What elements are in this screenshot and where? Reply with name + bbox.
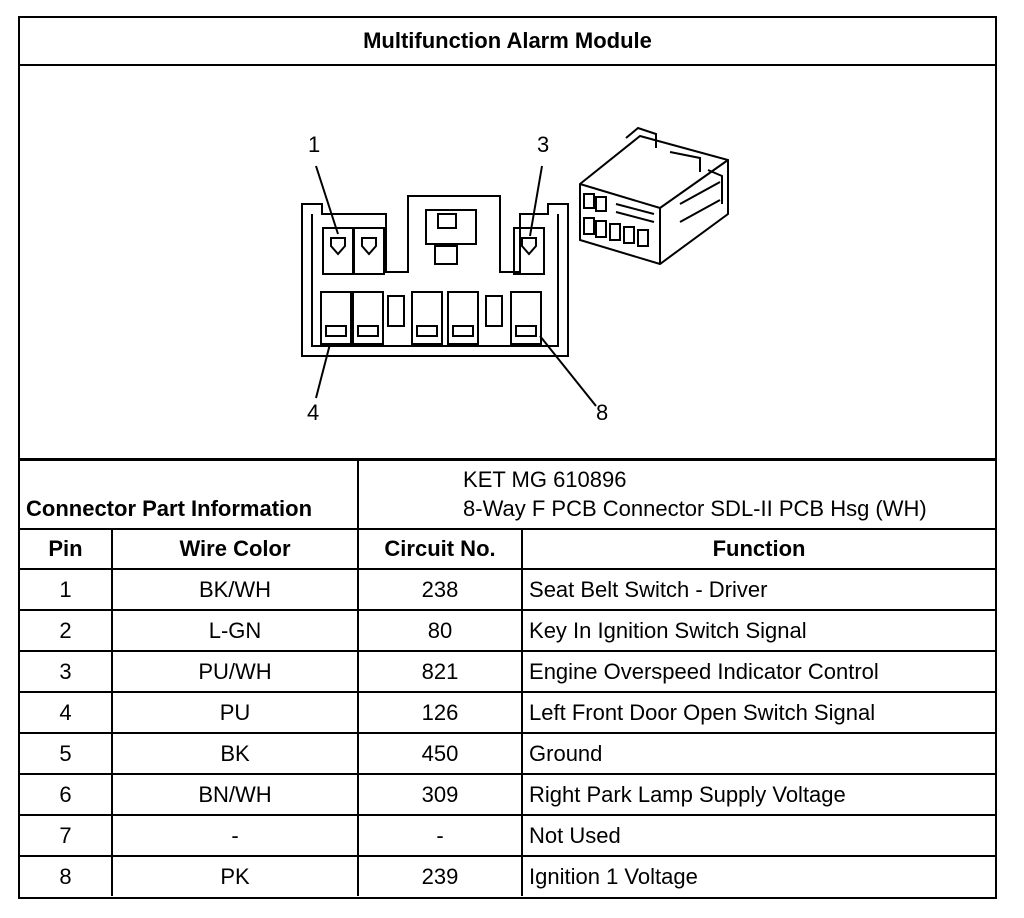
function-cell: Not Used (521, 814, 996, 857)
table-row: 3 PU/WH 821 Engine Overspeed Indicator C… (20, 650, 996, 693)
circuit-cell: 450 (357, 732, 524, 775)
wire-color-cell: PU (110, 691, 360, 734)
wire-color-cell: BN/WH (110, 773, 360, 816)
function-cell: Ground (521, 732, 996, 775)
wire-color-cell: BK (110, 732, 360, 775)
function-cell: Right Park Lamp Supply Voltage (521, 773, 996, 816)
page-title: Multifunction Alarm Module (20, 18, 995, 66)
connector-sheet: Multifunction Alarm Module (18, 16, 997, 899)
wire-color-cell: PK (110, 855, 360, 896)
wire-color-cell: BK/WH (110, 568, 360, 611)
circuit-cell: 80 (357, 609, 524, 652)
connector-info-label: Connector Part Information (20, 460, 360, 530)
circuit-cell: 239 (357, 855, 524, 896)
circuit-cell: - (357, 814, 524, 857)
header-pin: Pin (20, 528, 113, 570)
wire-color-cell: L-GN (110, 609, 360, 652)
connector-info-value: KET MG 610896 8-Way F PCB Connector SDL-… (357, 460, 996, 530)
pinout-table: Connector Part Information KET MG 610896… (20, 460, 996, 896)
callout-pin-4: 4 (307, 400, 320, 425)
connector-part-number: KET MG 610896 (463, 467, 627, 492)
pin-cell: 7 (20, 814, 113, 857)
circuit-cell: 126 (357, 691, 524, 734)
pin-cell: 8 (20, 855, 113, 896)
circuit-cell: 238 (357, 568, 524, 611)
table-header-row: Pin Wire Color Circuit No. Function (20, 528, 996, 570)
function-cell: Key In Ignition Switch Signal (521, 609, 996, 652)
wire-color-cell: PU/WH (110, 650, 360, 693)
function-cell: Seat Belt Switch - Driver (521, 568, 996, 611)
function-cell: Ignition 1 Voltage (521, 855, 996, 896)
callout-pin-8: 8 (596, 400, 609, 425)
connector-description: 8-Way F PCB Connector SDL-II PCB Hsg (WH… (463, 496, 927, 521)
circuit-cell: 821 (357, 650, 524, 693)
pin-cell: 3 (20, 650, 113, 693)
table-row: 5 BK 450 Ground (20, 732, 996, 775)
connector-info-row: Connector Part Information KET MG 610896… (20, 460, 996, 530)
pin-cell: 2 (20, 609, 113, 652)
connector-face-drawing (301, 126, 729, 407)
connector-diagram: 1 3 4 8 (20, 64, 995, 461)
table-row: 8 PK 239 Ignition 1 Voltage (20, 855, 996, 896)
pin-cell: 5 (20, 732, 113, 775)
wire-color-cell: - (110, 814, 360, 857)
pin-cell: 6 (20, 773, 113, 816)
table-row: 1 BK/WH 238 Seat Belt Switch - Driver (20, 568, 996, 611)
table-row: 2 L-GN 80 Key In Ignition Switch Signal (20, 609, 996, 652)
header-wire-color: Wire Color (110, 528, 360, 570)
callout-pin-3: 3 (537, 132, 550, 157)
pin-cell: 4 (20, 691, 113, 734)
function-cell: Engine Overspeed Indicator Control (521, 650, 996, 693)
table-row: 6 BN/WH 309 Right Park Lamp Supply Volta… (20, 773, 996, 816)
circuit-cell: 309 (357, 773, 524, 816)
function-cell: Left Front Door Open Switch Signal (521, 691, 996, 734)
header-function: Function (521, 528, 996, 570)
table-row: 4 PU 126 Left Front Door Open Switch Sig… (20, 691, 996, 734)
pin-cell: 1 (20, 568, 113, 611)
table-row: 7 - - Not Used (20, 814, 996, 857)
callout-pin-1: 1 (308, 132, 321, 157)
header-circuit-no: Circuit No. (357, 528, 524, 570)
